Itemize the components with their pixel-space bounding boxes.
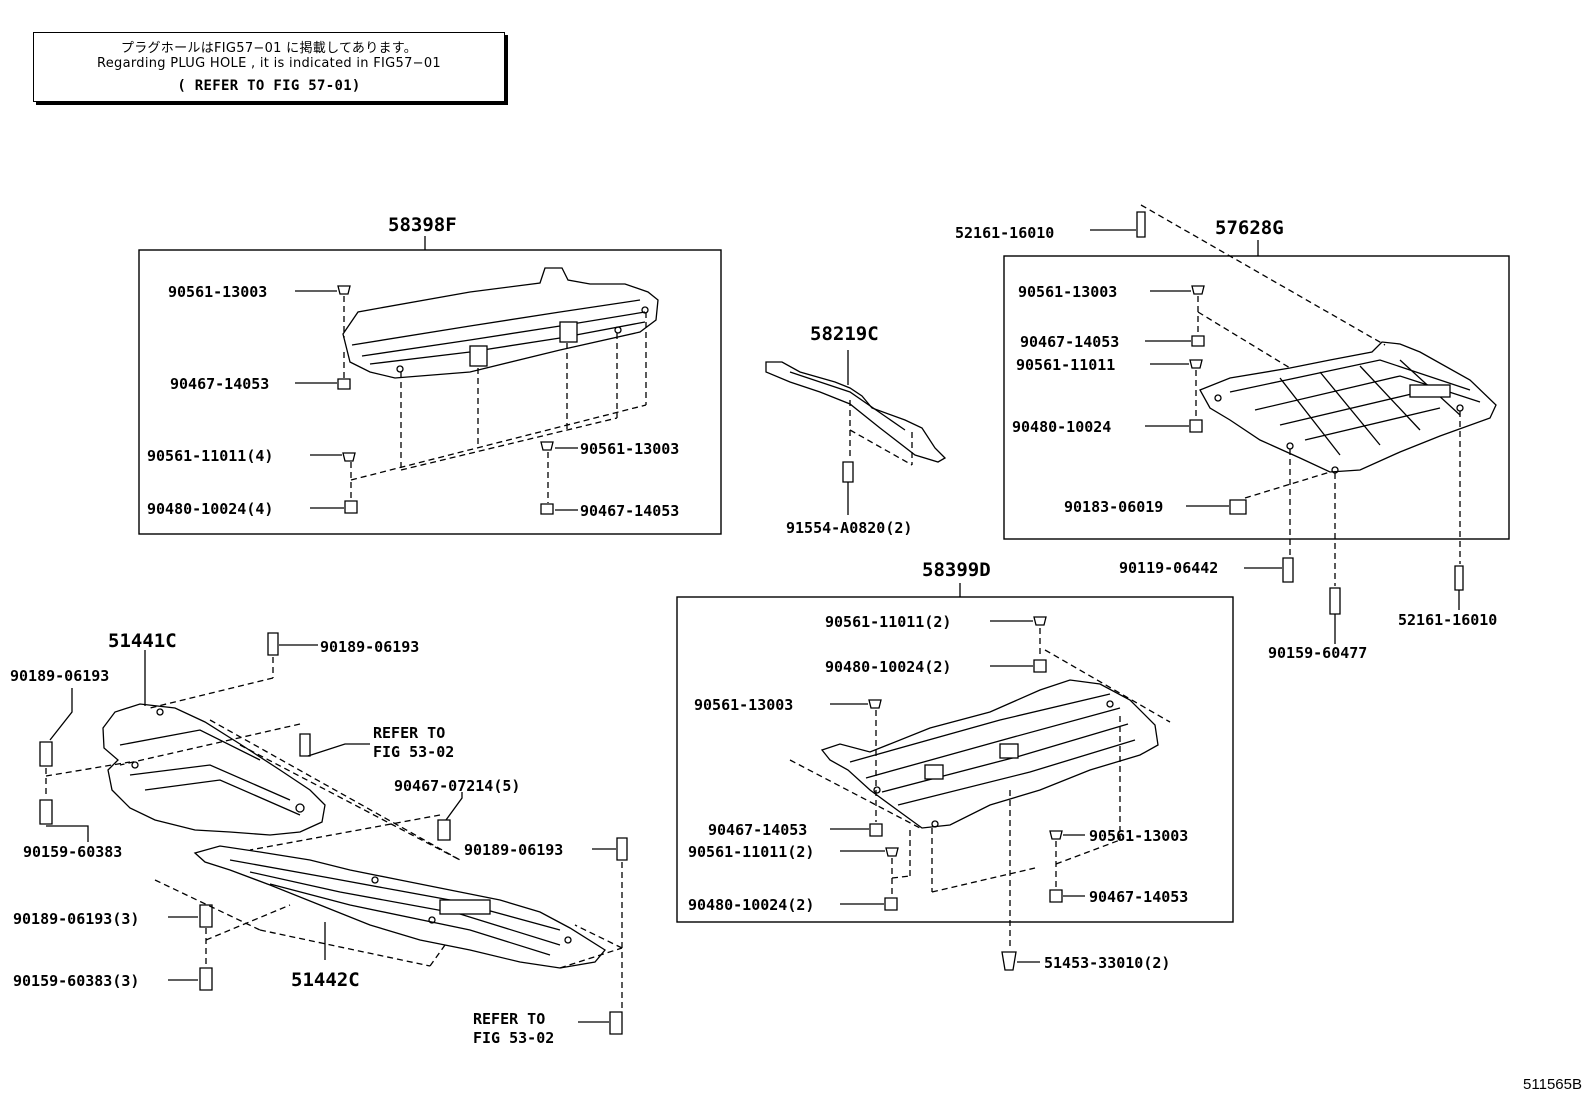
part-label: 90480-10024(2) bbox=[825, 658, 951, 676]
part-label: 90183-06019 bbox=[1064, 498, 1163, 516]
part-label: 90159-60383 bbox=[23, 843, 122, 861]
part-label: 90561-11011(2) bbox=[825, 613, 951, 631]
clip-icon bbox=[437, 819, 451, 841]
group-58399d-frame bbox=[676, 596, 1234, 923]
bolt-icon bbox=[1329, 587, 1341, 615]
undercover-51441c bbox=[102, 703, 326, 836]
part-label: 90189-06193 bbox=[10, 667, 109, 685]
grommet-icon bbox=[342, 452, 356, 462]
part-label: 90480-10024 bbox=[1012, 418, 1111, 436]
undercover-58398f bbox=[342, 267, 659, 379]
part-label: 90480-10024(2) bbox=[688, 896, 814, 914]
group-58399d bbox=[676, 583, 1234, 971]
title-58398f: 58398F bbox=[388, 214, 457, 236]
part-label: 52161-16010 bbox=[955, 224, 1054, 242]
part-label: 90467-14053 bbox=[708, 821, 807, 839]
bracket-58219c bbox=[765, 361, 947, 463]
group-57628g-frame bbox=[1003, 255, 1510, 540]
part-label: 51453-33010(2) bbox=[1044, 954, 1170, 972]
nut-icon bbox=[884, 897, 898, 911]
nut-icon bbox=[1049, 889, 1063, 903]
part-label: 90561-13003 bbox=[580, 440, 679, 458]
grommet-icon bbox=[1189, 359, 1203, 369]
title-51442c: 51442C bbox=[291, 969, 360, 991]
undercover-51442c bbox=[193, 845, 606, 969]
nut-icon bbox=[1189, 419, 1203, 433]
refer-label: FIG 53-02 bbox=[473, 1029, 554, 1047]
note-refer: ( REFER TO FIG 57-01) bbox=[177, 78, 361, 94]
grommet-icon bbox=[337, 285, 351, 295]
part-label: 90159-60383(3) bbox=[13, 972, 139, 990]
bolt-icon bbox=[199, 904, 213, 928]
title-58219c: 58219C bbox=[810, 323, 879, 345]
part-label: 90561-11011(4) bbox=[147, 447, 273, 465]
bolt-icon bbox=[39, 799, 53, 825]
nut-icon bbox=[1033, 659, 1047, 673]
part-label: 90467-14053 bbox=[170, 375, 269, 393]
group-58398f-frame bbox=[138, 249, 722, 535]
part-label: 90480-10024(4) bbox=[147, 500, 273, 518]
clip-icon bbox=[1229, 499, 1247, 515]
undercover-58399d bbox=[820, 679, 1159, 829]
clip-icon bbox=[1136, 211, 1146, 238]
clip-icon bbox=[1454, 565, 1464, 591]
nut-icon bbox=[337, 378, 351, 390]
bolt-icon bbox=[199, 967, 213, 991]
plug-hole-note: プラグホールはFIG57−01 に掲載してあります。 Regarding PLU… bbox=[33, 32, 505, 102]
part-label: 90189-06193 bbox=[320, 638, 419, 656]
group-58219c bbox=[765, 350, 947, 515]
part-label: 52161-16010 bbox=[1398, 611, 1497, 629]
group-57628g bbox=[1003, 204, 1510, 644]
note-japanese: プラグホールはFIG57−01 に掲載してあります。 bbox=[120, 41, 418, 56]
nut-icon bbox=[540, 503, 554, 515]
title-51441c: 51441C bbox=[108, 630, 177, 652]
part-label: 90467-07214(5) bbox=[394, 777, 520, 795]
bolt-icon bbox=[609, 1011, 623, 1035]
bolt-icon bbox=[39, 741, 53, 767]
grommet-icon bbox=[1049, 830, 1063, 840]
refer-label: REFER TO bbox=[473, 1010, 545, 1028]
part-label: 90119-06442 bbox=[1119, 559, 1218, 577]
nut-icon bbox=[1191, 335, 1205, 347]
part-label: 90467-14053 bbox=[1020, 333, 1119, 351]
bolt-icon bbox=[1282, 557, 1294, 583]
refer-label: FIG 53-02 bbox=[373, 743, 454, 761]
part-label: 90561-13003 bbox=[694, 696, 793, 714]
part-label: 90561-13003 bbox=[1018, 283, 1117, 301]
bolt-icon bbox=[299, 733, 311, 757]
note-english: Regarding PLUG HOLE , it is indicated in… bbox=[97, 56, 441, 71]
grommet-icon bbox=[868, 699, 882, 709]
group-58398f bbox=[138, 236, 722, 535]
grommet-icon bbox=[885, 847, 899, 857]
figure-number: 511565B bbox=[1523, 1076, 1582, 1093]
refer-label: REFER TO bbox=[373, 724, 445, 742]
part-label: 90467-14053 bbox=[580, 502, 679, 520]
part-label: 90561-13003 bbox=[1089, 827, 1188, 845]
group-51441c-51442c bbox=[39, 632, 628, 1035]
bolt-icon bbox=[842, 461, 854, 483]
part-label: 90561-11011 bbox=[1016, 356, 1115, 374]
part-label: 90561-11011(2) bbox=[688, 843, 814, 861]
clip-icon bbox=[1001, 951, 1017, 971]
nut-icon bbox=[344, 500, 358, 514]
bolt-icon bbox=[267, 632, 279, 656]
part-label: 90467-14053 bbox=[1089, 888, 1188, 906]
part-label: 90159-60477 bbox=[1268, 644, 1367, 662]
title-58399d: 58399D bbox=[922, 559, 991, 581]
grommet-icon bbox=[1033, 616, 1047, 626]
part-label: 90561-13003 bbox=[168, 283, 267, 301]
bolt-icon bbox=[616, 837, 628, 861]
grommet-icon bbox=[540, 441, 554, 451]
grommet-icon bbox=[1191, 285, 1205, 295]
part-label: 90189-06193(3) bbox=[13, 910, 139, 928]
nut-icon bbox=[869, 823, 883, 837]
part-label: 90189-06193 bbox=[464, 841, 563, 859]
title-57628g: 57628G bbox=[1215, 217, 1284, 239]
part-label: 91554-A0820(2) bbox=[786, 519, 912, 537]
